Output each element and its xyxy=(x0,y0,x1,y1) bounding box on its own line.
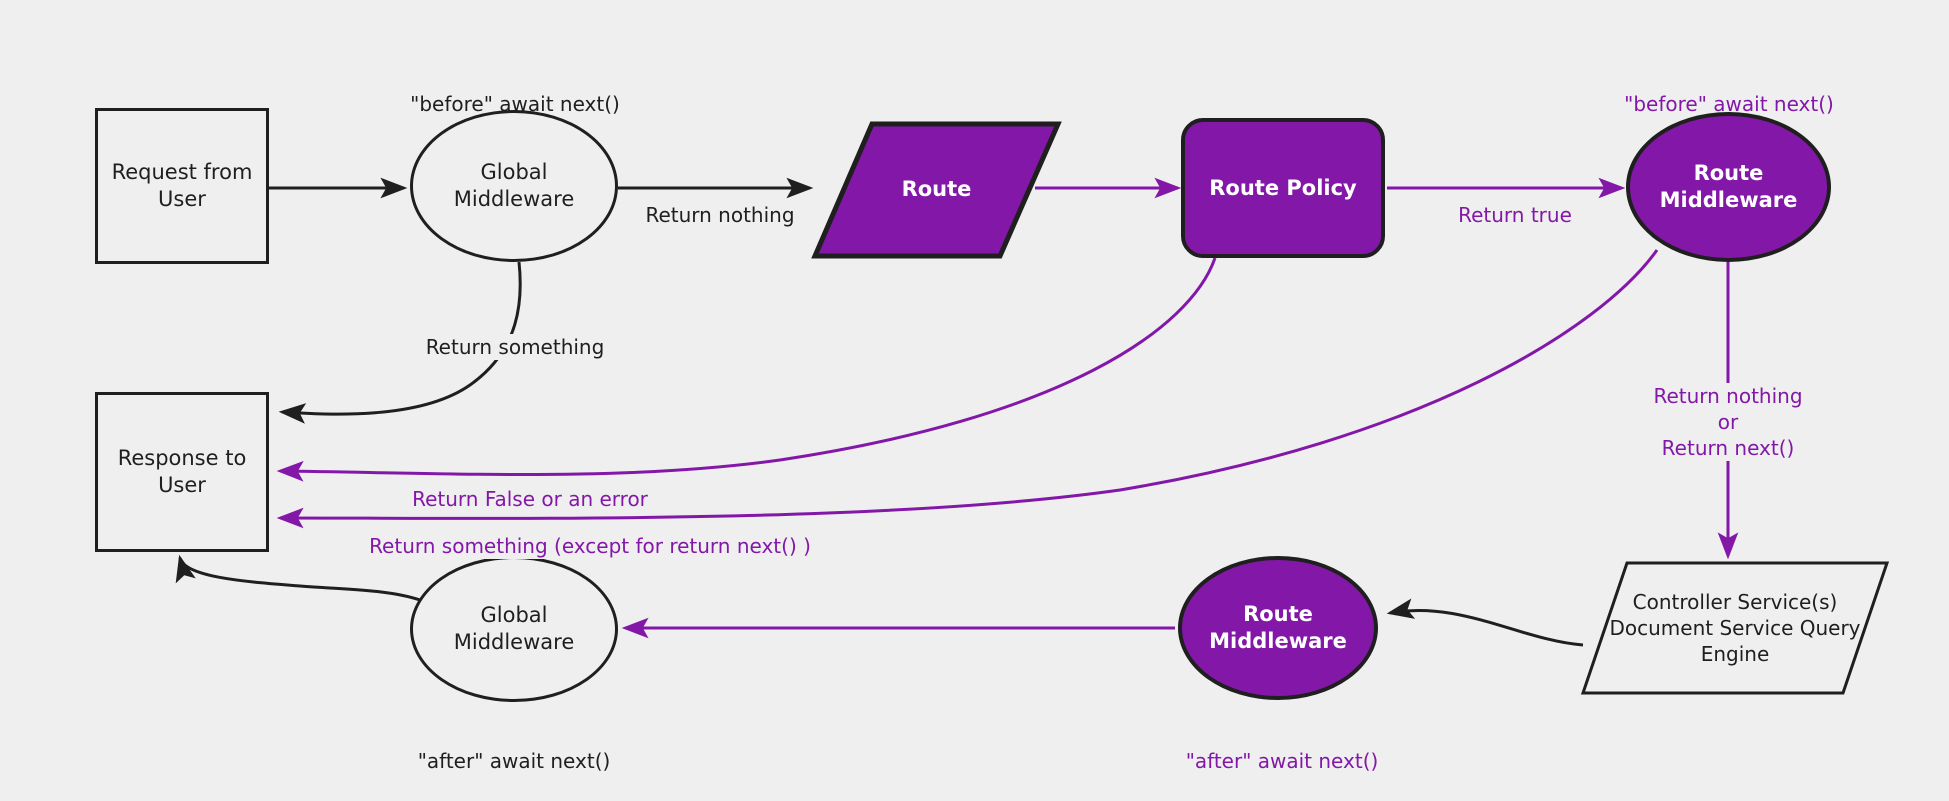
node-route-middleware-bottom-label: Route Middleware xyxy=(1209,602,1347,653)
node-response-to-user-label: Response to User xyxy=(117,446,247,497)
edge-route-policy-to-response xyxy=(276,257,1217,482)
annotation-after-await-next-route: "after" await next() xyxy=(1185,749,1379,773)
edge-label-return-nothing-or-next: Return nothing or Return next() xyxy=(1620,357,1836,461)
node-route-middleware-bottom[interactable]: Route Middleware xyxy=(1178,556,1378,700)
node-controller-stack[interactable]: Controller Service(s) Document Service Q… xyxy=(1583,563,1887,693)
edge-label-return-true: Return true xyxy=(1420,176,1610,228)
node-route-policy[interactable]: Route Policy xyxy=(1181,118,1385,258)
node-global-middleware-bottom-label: Global Middleware xyxy=(453,603,575,654)
node-route-policy-label: Route Policy xyxy=(1209,175,1357,200)
edge-label-return-nothing: Return nothing xyxy=(630,176,810,228)
node-request-from-user-label: Request from User xyxy=(111,160,253,211)
edge-label-return-something-except-next: Return something (except for return next… xyxy=(350,507,830,559)
node-route[interactable]: Route xyxy=(815,124,1058,256)
node-route-middleware-top-label: Route Middleware xyxy=(1659,161,1798,212)
edge-global-middleware-bottom-to-response xyxy=(175,554,421,602)
node-global-middleware-top-label: Global Middleware xyxy=(453,160,575,211)
node-global-middleware-top[interactable]: Global Middleware xyxy=(410,110,618,262)
annotation-before-await-next-route: "before" await next() xyxy=(1624,92,1834,116)
edge-label-return-false-or-error: Return False or an error xyxy=(390,460,670,512)
edge-controller-to-route-middleware-bottom xyxy=(1386,598,1584,647)
node-route-middleware-top[interactable]: Route Middleware xyxy=(1626,112,1831,262)
node-request-from-user[interactable]: Request from User xyxy=(95,108,269,264)
node-route-label: Route xyxy=(901,177,972,202)
annotation-after-await-next-global: "after" await next() xyxy=(417,749,611,773)
edge-label-return-something: Return something xyxy=(400,308,630,360)
node-controller-stack-label: Controller Service(s) Document Service Q… xyxy=(1609,590,1861,666)
node-global-middleware-bottom[interactable]: Global Middleware xyxy=(410,556,618,702)
annotation-before-await-next-global: "before" await next() xyxy=(410,92,620,116)
node-response-to-user[interactable]: Response to User xyxy=(95,392,269,552)
